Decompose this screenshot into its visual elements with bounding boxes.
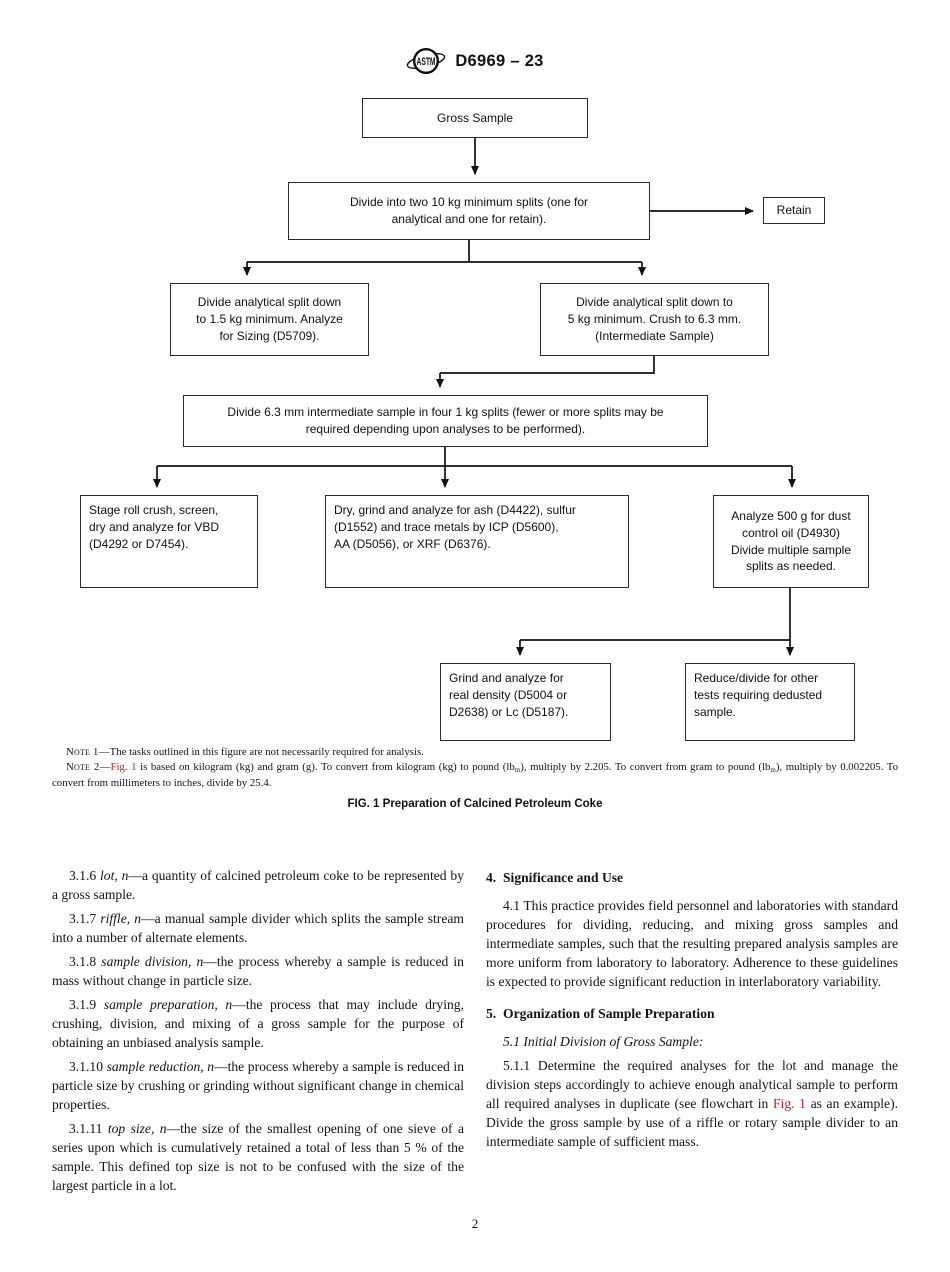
text-run: —a quantity of calcined petroleum coke t… [52, 868, 464, 902]
text-run: riffle, n [100, 911, 142, 926]
flowchart-box-stage-roll-crush: Stage roll crush, screen, dry and analyz… [80, 495, 258, 588]
page-header: ASTM D6969 – 23 [0, 44, 950, 78]
para-3-1-10-sample-reduction: 3.1.10 sample reduction, n—the process w… [52, 1057, 464, 1114]
text-run: 3.1.11 [69, 1121, 108, 1136]
text-run: sample reduction, n [106, 1059, 215, 1074]
text-run: 5.1 Initial Division of Gross Sample: [503, 1034, 704, 1049]
text-run: is based on kilogram (kg) and gram (g). … [136, 760, 515, 773]
text-run: —a manual sample divider which splits th… [52, 911, 464, 945]
flowchart-box-divide-5kg: Divide analytical split down to 5 kg min… [540, 283, 769, 356]
fig-1-link[interactable]: Fig. 1 [772, 1096, 806, 1111]
section-5-heading: 5. Organization of Sample Preparation [486, 1006, 715, 1021]
flowchart-box-divide-6-3mm: Divide 6.3 mm intermediate sample in fou… [183, 395, 708, 447]
right-column: 4. Significance and Use 4.1 This practic… [486, 866, 898, 1156]
flowchart-box-divide-two-splits: Divide into two 10 kg minimum splits (on… [288, 182, 650, 240]
left-column: 3.1.6 lot, n—a quantity of calcined petr… [52, 866, 464, 1200]
page-number: 2 [471, 1216, 479, 1231]
section-4-heading: 4. Significance and Use [486, 870, 624, 885]
flowchart-box-reduce-divide: Reduce/divide for other tests requiring … [685, 663, 855, 741]
text-run: as an example). Divide the gross sample … [486, 1096, 898, 1149]
flowchart-box-grind-real-density: Grind and analyze for real density (D500… [440, 663, 611, 741]
text-run: —the process whereby a sample is reduced… [52, 954, 464, 988]
flowchart-box-retain: Retain [763, 197, 825, 224]
svg-text:ASTM: ASTM [417, 56, 436, 68]
para-4-1: 4.1 This practice provides field personn… [486, 896, 898, 991]
text-run: ), multiply by 0.002205. To convert from… [52, 760, 898, 789]
text-run: Note 1— [66, 746, 110, 758]
fig-1-link[interactable]: Fig. 1 [110, 760, 137, 773]
text-run: m [770, 765, 776, 774]
flowchart-connectors [153, 138, 796, 656]
figure-1-flowchart: Gross Sample Divide into two 10 kg minim… [0, 90, 950, 752]
text-run: —the size of the smallest opening of one… [52, 1121, 464, 1193]
text-run: —the process whereby a sample is reduced… [52, 1059, 464, 1112]
flowchart-box-divide-1-5kg: Divide analytical split down to 1.5 kg m… [170, 283, 369, 356]
para-5-1: 5.1 Initial Division of Gross Sample: [486, 1032, 898, 1051]
text-run: m [514, 765, 521, 774]
figure-notes: Note 1—The tasks outlined in this figure… [52, 746, 898, 792]
text-run: Note 2— [66, 760, 111, 773]
text-run: sample preparation, n [103, 997, 233, 1012]
text-run: 3.1.10 [69, 1059, 107, 1074]
text-run: 4.1 This practice provides field personn… [486, 898, 898, 989]
para-3-1-8-sample-division: 3.1.8 sample division, n—the process whe… [52, 952, 464, 990]
text-run: ), multiply by 2.205. To convert from gr… [520, 760, 771, 773]
figure-note-1: Note 1—The tasks outlined in this figure… [52, 746, 898, 760]
para-3-1-7-riffle: 3.1.7 riffle, n—a manual sample divider … [52, 909, 464, 947]
para-3-1-9-sample-preparation: 3.1.9 sample preparation, n—the process … [52, 995, 464, 1052]
text-run: 3.1.8 [69, 954, 102, 969]
text-run: lot, n [100, 868, 129, 883]
figure-note-2: Note 2—Fig. 1 is based on kilogram (kg) … [52, 761, 898, 791]
flowchart-box-dry-grind-analyze: Dry, grind and analyze for ash (D4422), … [325, 495, 629, 588]
flowchart-box-analyze-500g: Analyze 500 g for dust control oil (D493… [713, 495, 869, 588]
figure-caption: FIG. 1 Preparation of Calcined Petroleum… [347, 798, 603, 810]
text-run: sample division, n [101, 954, 204, 969]
text-run: The tasks outlined in this figure are no… [109, 746, 424, 758]
doc-number: D6969 – 23 [455, 51, 544, 70]
astm-logo: ASTM [407, 48, 446, 74]
text-run: 3.1.7 [69, 911, 101, 926]
para-3-1-11-top-size: 3.1.11 top size, n—the size of the small… [52, 1119, 464, 1195]
text-run: top size, n [107, 1121, 167, 1136]
flowchart-box-gross-sample: Gross Sample [362, 98, 588, 138]
para-5-1-1: 5.1.1 Determine the required analyses fo… [486, 1056, 898, 1151]
text-run: —the process that may include drying, cr… [52, 997, 464, 1050]
text-run: 3.1.9 [69, 997, 104, 1012]
text-run: 3.1.6 [69, 868, 101, 883]
para-3-1-6-lot: 3.1.6 lot, n—a quantity of calcined petr… [52, 866, 464, 904]
text-run: 5.1.1 Determine the required analyses fo… [486, 1058, 898, 1111]
